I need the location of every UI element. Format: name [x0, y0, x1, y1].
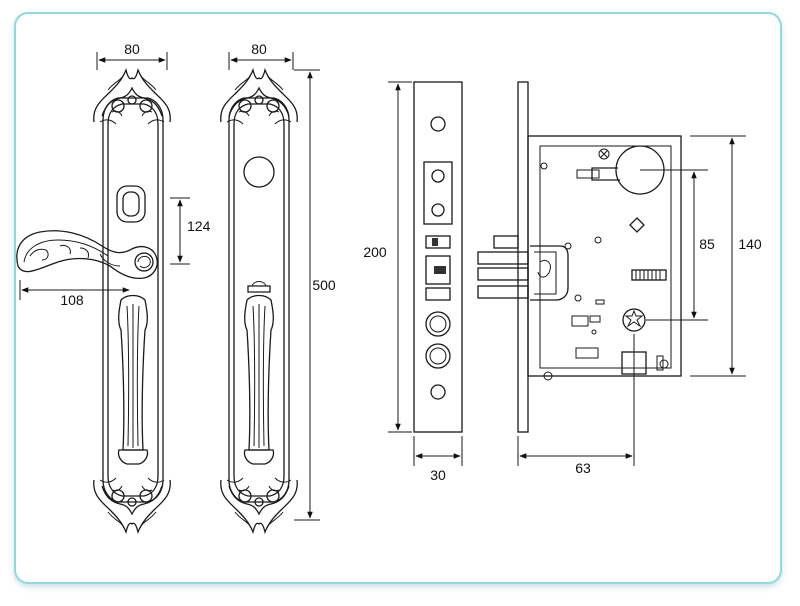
dim-plate-height: 500: [312, 277, 336, 293]
dim-spindle-to-cylinder: 85: [699, 236, 715, 252]
dim-faceplate-height: 200: [363, 244, 387, 260]
lever-handle: [16, 230, 158, 280]
back-plate: [220, 69, 298, 533]
dim-front-plate-width: 80: [124, 41, 140, 57]
dim-backset: 63: [575, 460, 591, 476]
faceplate: [413, 81, 463, 433]
front-plate: [16, 69, 171, 533]
dimension-lines: [19, 52, 746, 521]
dim-faceplate-width: 30: [430, 467, 446, 483]
dim-case-height: 140: [738, 236, 762, 252]
dim-cylinder-spacing: 124: [187, 218, 211, 234]
lock-case: [477, 81, 682, 433]
dim-back-plate-width: 80: [251, 41, 267, 57]
dim-lever-length: 108: [60, 292, 84, 308]
